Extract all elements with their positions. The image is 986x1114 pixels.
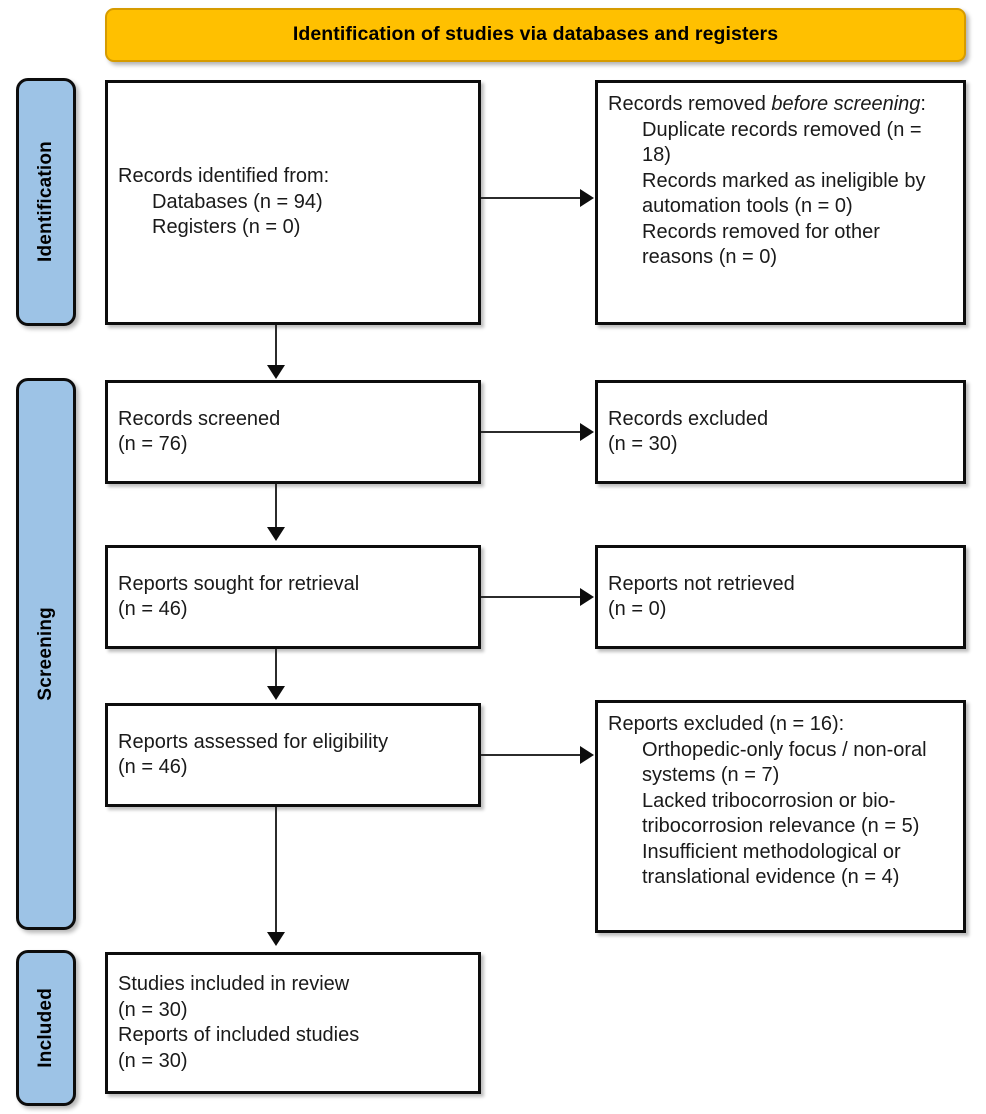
connector-sought-to-assessed-arrow-icon	[267, 686, 285, 700]
box-reports-assessed: Reports assessed for eligibility (n = 46…	[105, 703, 481, 807]
connector-identified-to-screened-arrow-icon	[267, 365, 285, 379]
records-identified-databases: Databases (n = 94)	[152, 190, 323, 213]
box-records-excluded: Records excluded (n = 30)	[595, 380, 966, 484]
studies-included-count: (n = 30)	[118, 998, 188, 1021]
banner-title: Identification of studies via databases …	[292, 23, 779, 46]
stage-label-identification: Identification	[35, 141, 56, 263]
box-reports-not-retrieved: Reports not retrieved (n = 0)	[595, 545, 966, 649]
connector-sought-to-not-retrieved-line	[481, 596, 581, 598]
stage-bar-screening: Screening	[16, 378, 76, 930]
connector-screened-to-sought-line	[275, 484, 277, 528]
box-reports-sought: Reports sought for retrieval (n = 46)	[105, 545, 481, 649]
connector-identified-to-removed-line	[481, 197, 581, 199]
reports-excluded-item: Lacked tribocorrosion or bio-tribocorros…	[642, 789, 920, 838]
connector-identified-to-screened-line	[275, 325, 277, 367]
stage-label-included: Included	[35, 988, 56, 1068]
reports-not-retrieved-label: Reports not retrieved	[608, 572, 795, 595]
records-screened-label: Records screened	[118, 407, 281, 430]
records-excluded-count: (n = 30)	[608, 433, 678, 455]
reports-assessed-count: (n = 46)	[118, 756, 188, 778]
records-removed-heading: Records removed before screening:	[608, 92, 953, 118]
records-removed-heading-italic: before screening	[771, 93, 921, 115]
connector-assessed-to-reports-excluded-line	[481, 754, 581, 756]
records-removed-heading-prefix: Records removed	[608, 93, 772, 115]
connector-assessed-to-reports-excluded-arrow-icon	[580, 746, 594, 764]
reports-excluded-item: Orthopedic-only focus / non-oral systems…	[642, 738, 933, 787]
connector-screened-to-excluded-line	[481, 431, 581, 433]
connector-sought-to-assessed-line	[275, 649, 277, 687]
records-screened-count: (n = 76)	[118, 433, 188, 455]
records-removed-item: Duplicate records removed (n = 18)	[642, 118, 928, 167]
records-identified-heading: Records identified from:	[118, 165, 330, 188]
diagram-banner: Identification of studies via databases …	[105, 8, 966, 62]
reports-not-retrieved-count: (n = 0)	[608, 598, 667, 620]
connector-assessed-to-included-line	[275, 807, 277, 933]
reports-sought-label: Reports sought for retrieval	[118, 572, 360, 595]
connector-screened-to-excluded-arrow-icon	[580, 423, 594, 441]
stage-label-screening: Screening	[35, 607, 56, 701]
records-excluded-label: Records excluded	[608, 407, 769, 430]
studies-included-label: Studies included in review	[118, 973, 350, 995]
records-identified-registers: Registers (n = 0)	[152, 216, 301, 239]
records-removed-heading-suffix: :	[920, 93, 926, 115]
box-records-screened: Records screened (n = 76)	[105, 380, 481, 484]
box-records-removed: Records removed before screening: Duplic…	[595, 80, 966, 325]
stage-bar-identification: Identification	[16, 78, 76, 326]
connector-sought-to-not-retrieved-arrow-icon	[580, 588, 594, 606]
reports-excluded-item: Insufficient methodological or translati…	[642, 840, 907, 889]
stage-bar-included: Included	[16, 950, 76, 1106]
reports-included-count: (n = 30)	[118, 1049, 188, 1072]
reports-assessed-label: Reports assessed for eligibility	[118, 730, 389, 753]
box-reports-excluded-reasons: Reports excluded (n = 16): Orthopedic-on…	[595, 700, 966, 933]
box-studies-included: Studies included in review (n = 30) Repo…	[105, 952, 481, 1094]
box-records-identified: Records identified from: Databases (n = …	[105, 80, 481, 325]
connector-assessed-to-included-arrow-icon	[267, 932, 285, 946]
connector-screened-to-sought-arrow-icon	[267, 527, 285, 541]
reports-excluded-heading: Reports excluded (n = 16):	[608, 713, 845, 735]
records-removed-item: Records marked as ineligible by automati…	[642, 169, 932, 218]
connector-identified-to-removed-arrow-icon	[580, 189, 594, 207]
reports-sought-count: (n = 46)	[118, 598, 188, 620]
reports-included-label: Reports of included studies	[118, 1024, 360, 1046]
records-removed-item: Records removed for other reasons (n = 0…	[642, 220, 886, 269]
